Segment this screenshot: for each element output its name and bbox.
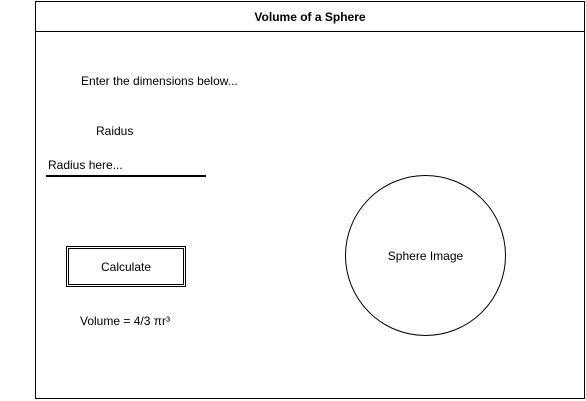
radius-input[interactable] (46, 157, 206, 177)
window-title: Volume of a Sphere (254, 9, 366, 24)
instructions-text: Enter the dimensions below... (81, 74, 238, 88)
calculate-button[interactable]: Calculate (66, 246, 186, 287)
sphere-image-placeholder: Sphere Image (345, 175, 506, 336)
window-titlebar: Volume of a Sphere (36, 2, 584, 32)
radius-label: Raidus (96, 124, 134, 138)
sphere-image-label: Sphere Image (387, 248, 464, 263)
app-window: Volume of a Sphere Enter the dimensions … (35, 1, 585, 399)
volume-formula: Volume = 4/3 πr³ (80, 314, 170, 328)
